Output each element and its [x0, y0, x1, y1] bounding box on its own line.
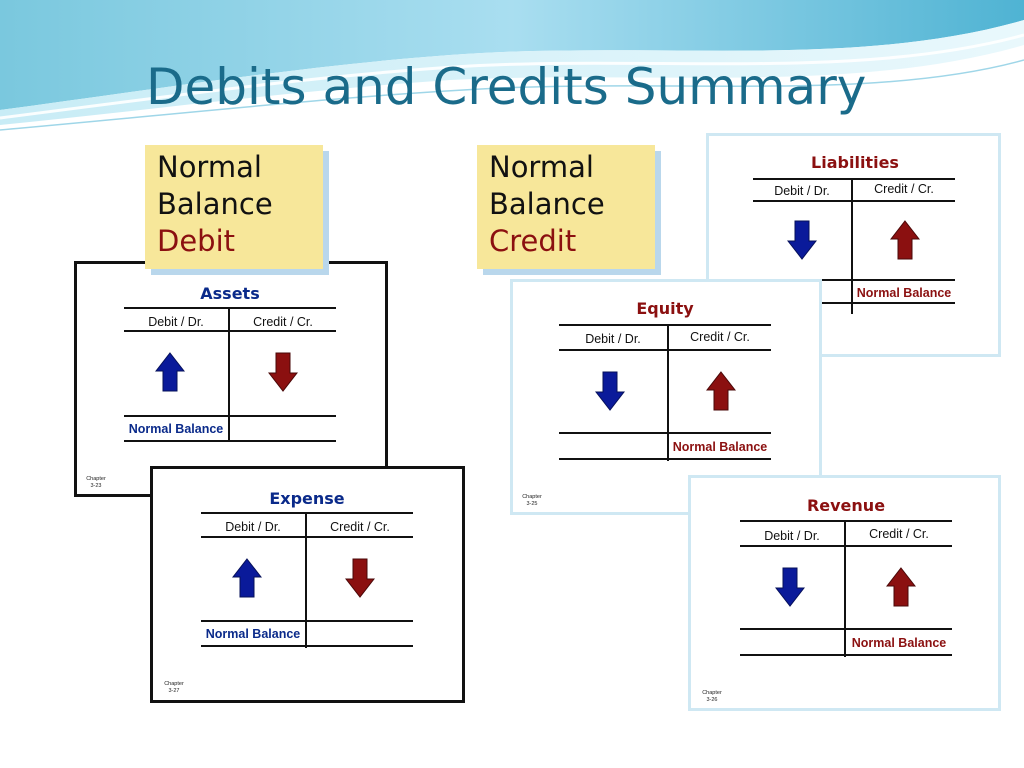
normal-balance-credit-note: Normal Balance Credit — [477, 145, 655, 269]
up-arrow-icon — [706, 371, 736, 411]
liabilities-bottom-line — [753, 302, 955, 304]
equity-header-line — [559, 324, 771, 326]
up-arrow-icon — [886, 567, 916, 607]
revenue-bottom-line — [740, 654, 952, 656]
expense-credit-header: Credit / Cr. — [330, 520, 390, 534]
down-arrow-icon — [345, 558, 375, 598]
assets-balance-line — [124, 415, 336, 417]
credit-note-line1: Normal — [489, 150, 594, 184]
assets-debit-header: Debit / Dr. — [148, 315, 204, 329]
revenue-divider — [844, 520, 846, 657]
revenue-title: Revenue — [806, 496, 886, 515]
credit-note-line2: Balance — [489, 187, 605, 221]
revenue-column-line — [740, 545, 952, 547]
equity-column-line — [559, 349, 771, 351]
expense-bottom-line — [201, 645, 413, 647]
revenue-header-line — [740, 520, 952, 522]
debit-note-line1: Normal — [157, 150, 262, 184]
revenue-balance-line — [740, 628, 952, 630]
down-arrow-icon — [787, 220, 817, 260]
assets-column-line — [124, 330, 336, 332]
assets-bottom-line — [124, 440, 336, 442]
assets-header-line — [124, 307, 336, 309]
assets-title: Assets — [200, 284, 260, 303]
expense-balance-line — [201, 620, 413, 622]
equity-card: Equity Debit / Dr. Credit / Cr. Normal B… — [510, 279, 822, 515]
equity-divider — [667, 324, 669, 461]
down-arrow-icon — [775, 567, 805, 607]
revenue-normal-balance: Normal Balance — [851, 636, 947, 650]
expense-column-line — [201, 536, 413, 538]
debit-note-line3: Debit — [157, 224, 236, 258]
expense-divider — [305, 512, 307, 648]
assets-normal-balance: Normal Balance — [128, 422, 224, 436]
equity-normal-balance: Normal Balance — [672, 440, 768, 454]
equity-credit-header: Credit / Cr. — [690, 330, 750, 344]
revenue-credit-header: Credit / Cr. — [869, 527, 929, 541]
revenue-card: Revenue Debit / Dr. Credit / Cr. Normal … — [688, 475, 1001, 711]
expense-normal-balance: Normal Balance — [205, 627, 301, 641]
equity-debit-header: Debit / Dr. — [585, 332, 641, 346]
assets-card: Assets Debit / Dr. Credit / Cr. Normal B… — [74, 261, 388, 497]
wave-banner — [0, 0, 1024, 131]
liabilities-credit-header: Credit / Cr. — [874, 182, 934, 196]
credit-note-line3: Credit — [489, 224, 577, 258]
down-arrow-icon — [268, 352, 298, 392]
assets-credit-header: Credit / Cr. — [253, 315, 313, 329]
up-arrow-icon — [890, 220, 920, 260]
assets-divider — [228, 307, 230, 442]
equity-bottom-line — [559, 458, 771, 460]
liabilities-title: Liabilities — [811, 153, 899, 172]
equity-title: Equity — [636, 299, 694, 318]
slide-title: Debits and Credits Summary — [146, 58, 867, 116]
normal-balance-debit-note: Normal Balance Debit — [145, 145, 323, 269]
liabilities-debit-header: Debit / Dr. — [774, 184, 830, 198]
down-arrow-icon — [595, 371, 625, 411]
liabilities-divider — [851, 178, 853, 314]
liabilities-header-line — [753, 178, 955, 180]
debit-note-line2: Balance — [157, 187, 273, 221]
expense-title: Expense — [269, 489, 345, 508]
revenue-debit-header: Debit / Dr. — [764, 529, 820, 543]
liabilities-normal-balance: Normal Balance — [856, 286, 952, 300]
expense-header-line — [201, 512, 413, 514]
up-arrow-icon — [155, 352, 185, 392]
expense-card: Expense Debit / Dr. Credit / Cr. Normal … — [150, 466, 465, 703]
liabilities-balance-line — [753, 279, 955, 281]
equity-balance-line — [559, 432, 771, 434]
up-arrow-icon — [232, 558, 262, 598]
expense-debit-header: Debit / Dr. — [225, 520, 281, 534]
liabilities-column-line — [753, 200, 955, 202]
